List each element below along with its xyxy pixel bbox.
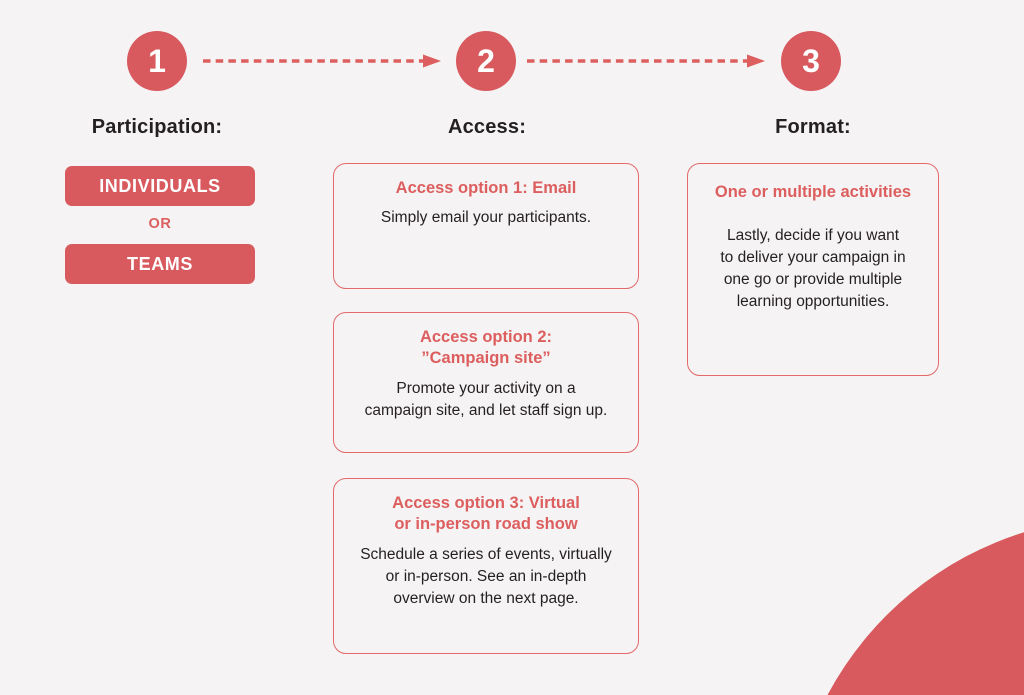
access-option-1-title: Access option 1: Email [395,179,577,197]
step-3-number: 3 [802,42,820,79]
access-option-1-body: Simply email your participants. [380,209,592,227]
step-1-number: 1 [148,42,166,79]
step-2-number: 2 [477,42,495,79]
step-3-circle: 3 [781,31,841,91]
format-heading: Format: [775,116,851,138]
access-heading: Access: [447,116,527,138]
access-option-1-card: Access option 1: Email Simply email your… [333,163,639,289]
corner-circle-decoration [788,517,1024,695]
access-option-2-title: Access option 2: ”Campaign site” [419,328,553,368]
individuals-pill-label: INDIVIDUALS [99,175,221,196]
dashed-arrow-icon [203,54,441,68]
or-separator: OR [148,216,172,232]
access-option-3-card: Access option 3: Virtual or in-person ro… [333,478,639,654]
access-option-2-card: Access option 2: ”Campaign site” Promote… [333,312,639,453]
access-option-2-body: Promote your activity on a campaign site… [364,379,608,419]
format-card: One or multiple activities Lastly, decid… [687,163,939,376]
participation-heading: Participation: [91,116,223,138]
step-2-circle: 2 [456,31,516,91]
step-1-circle: 1 [127,31,187,91]
dashed-arrow-icon [527,54,765,68]
teams-pill-label: TEAMS [127,253,193,274]
individuals-pill: INDIVIDUALS [65,166,255,206]
access-option-3-body: Schedule a series of events, virtually o… [360,545,612,607]
access-option-3-title: Access option 3: Virtual or in-person ro… [392,494,580,534]
teams-pill: TEAMS [65,244,255,284]
format-card-body: Lastly, decide if you want to deliver yo… [720,227,906,311]
format-card-title: One or multiple activities [714,183,912,201]
